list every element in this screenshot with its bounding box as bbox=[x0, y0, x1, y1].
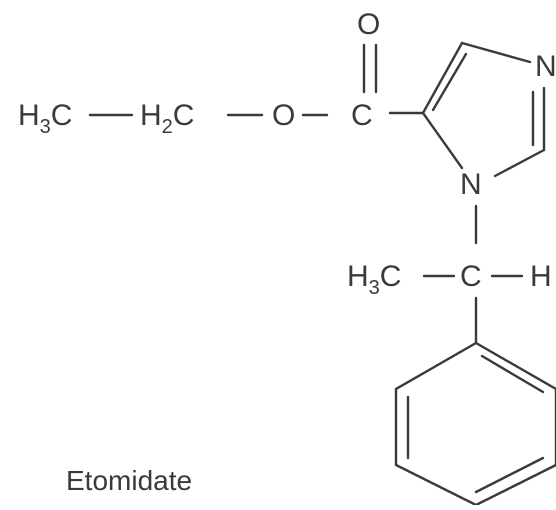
molecule-name-caption: Etomidate bbox=[66, 465, 192, 496]
bond-ring-c5-c4-inner bbox=[431, 52, 468, 112]
ring-n3-label: N bbox=[535, 50, 556, 83]
bond-ring-c5-c4 bbox=[421, 41, 464, 115]
phenyl-ring bbox=[394, 341, 556, 507]
ethyl-ch2-label: H2C bbox=[140, 99, 194, 138]
bond-ring-n1-c2 bbox=[493, 148, 546, 178]
chiral-hydrogen-label: H bbox=[530, 260, 552, 293]
bond-ring-c5-n1 bbox=[421, 111, 464, 170]
carbonyl-oxygen-label: O bbox=[357, 8, 380, 41]
chiral-carbon-label: C bbox=[460, 260, 482, 293]
phenyl-inner-double-3 bbox=[474, 456, 545, 494]
ring-n1-label: N bbox=[460, 168, 482, 201]
carbonyl-carbon-label: C bbox=[351, 99, 373, 132]
ethyl-ch3-label: H3C bbox=[18, 99, 72, 138]
bond-ring-c4-n3 bbox=[460, 41, 532, 64]
methyl-label: H3C bbox=[347, 260, 401, 299]
ester-oxygen-label: O bbox=[272, 99, 295, 132]
phenyl-inner-double-2 bbox=[480, 354, 545, 394]
